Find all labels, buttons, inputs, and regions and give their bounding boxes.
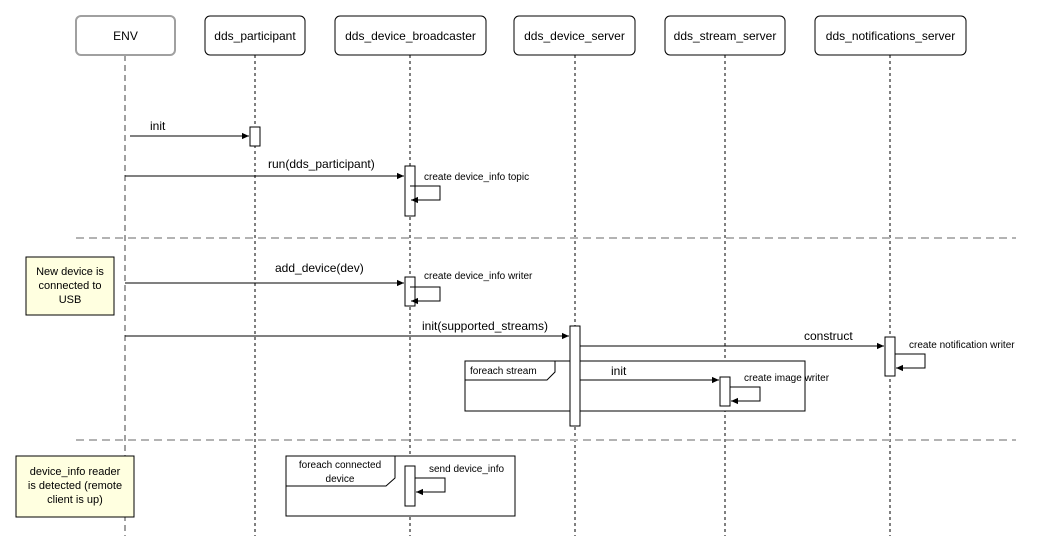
fragment-foreach-connected-device-label-line1: foreach connected xyxy=(299,460,381,471)
participant-dds-participant-label: dds_participant xyxy=(214,29,296,43)
message-init-stream: init xyxy=(580,364,719,384)
note-reader-detected-line1: device_info reader xyxy=(30,466,121,478)
message-run: run(dds_participant) xyxy=(125,157,404,180)
message-create-image-writer-label: create image writer xyxy=(744,373,830,384)
message-create-notification-writer-label: create notification writer xyxy=(909,340,1015,351)
message-create-device-info-writer-label: create device_info writer xyxy=(424,271,533,282)
activation-notifications-server xyxy=(884,336,896,377)
participant-dds-device-server-label: dds_device_server xyxy=(524,29,625,43)
fragment-foreach-connected-device: foreach connected device xyxy=(285,455,516,517)
message-init-supported-streams: init(supported_streams) xyxy=(125,319,569,340)
participant-env-label: ENV xyxy=(113,29,138,43)
fragment-foreach-connected-device-label-line2: device xyxy=(326,474,355,485)
participant-dds-stream-server: dds_stream_server xyxy=(664,15,786,56)
participant-dds-device-broadcaster: dds_device_broadcaster xyxy=(334,15,487,56)
message-init-stream-label: init xyxy=(611,364,627,378)
message-add-device-label: add_device(dev) xyxy=(275,261,364,275)
participant-env: ENV xyxy=(75,15,176,56)
note-new-device-line3: USB xyxy=(59,294,82,306)
participant-dds-stream-server-label: dds_stream_server xyxy=(674,29,777,43)
note-reader-detected: device_info reader is detected (remote c… xyxy=(15,455,135,518)
message-init-participant: init xyxy=(130,119,249,140)
note-reader-detected-line3: client is up) xyxy=(47,494,103,506)
activation-broadcaster-3 xyxy=(404,465,416,507)
message-create-device-info-topic-label: create device_info topic xyxy=(424,172,529,183)
participant-dds-device-broadcaster-label: dds_device_broadcaster xyxy=(345,29,476,43)
activation-broadcaster-1 xyxy=(404,165,416,217)
note-new-device-line2: connected to xyxy=(39,280,102,292)
activation-stream-server xyxy=(719,376,731,407)
participant-dds-notifications-server: dds_notifications_server xyxy=(814,15,967,56)
fragment-foreach-stream-label: foreach stream xyxy=(470,366,537,377)
message-create-image-writer: create image writer xyxy=(730,373,830,405)
message-send-device-info: send device_info xyxy=(415,464,504,496)
activation-device-server xyxy=(569,325,581,427)
message-send-device-info-label: send device_info xyxy=(429,464,504,475)
participant-dds-device-server: dds_device_server xyxy=(513,15,636,56)
activation-broadcaster-2 xyxy=(404,276,416,307)
participant-dds-notifications-server-label: dds_notifications_server xyxy=(826,29,955,43)
fragment-foreach-stream: foreach stream xyxy=(464,360,806,412)
message-construct-label: construct xyxy=(804,329,853,343)
message-add-device: add_device(dev) xyxy=(125,261,404,287)
message-run-label: run(dds_participant) xyxy=(268,157,375,171)
message-create-device-info-writer: create device_info writer xyxy=(410,271,533,305)
message-init-supported-streams-label: init(supported_streams) xyxy=(422,319,548,333)
message-init-participant-label: init xyxy=(150,119,166,133)
participant-dds-participant: dds_participant xyxy=(204,15,306,56)
activation-dds-participant xyxy=(249,126,261,147)
message-create-notification-writer: create notification writer xyxy=(895,340,1015,372)
note-new-device-line1: New device is xyxy=(36,266,104,278)
message-create-device-info-topic: create device_info topic xyxy=(410,172,529,204)
note-new-device: New device is connected to USB xyxy=(25,256,115,316)
message-construct: construct xyxy=(580,329,884,350)
note-reader-detected-line2: is detected (remote xyxy=(28,480,122,492)
